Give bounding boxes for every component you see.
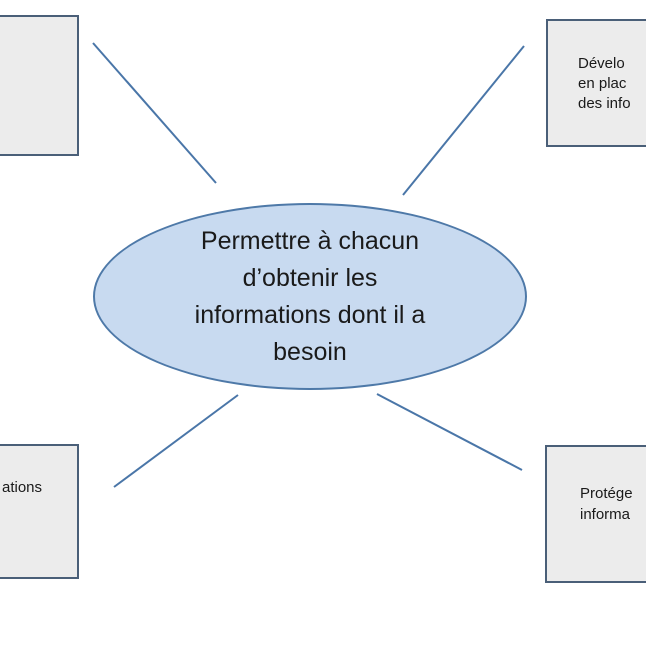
- bottom-right-box: Protége informa: [545, 445, 646, 583]
- top-left-box: [0, 15, 79, 156]
- top-right-box-text-line: en plac: [578, 75, 627, 92]
- connector-line-top-right: [402, 45, 525, 196]
- central-ellipse-text-line: d’obtenir les: [242, 263, 378, 292]
- top-right-box-text-line: Dévelo: [578, 55, 625, 72]
- bottom-right-box-text-line: informa: [580, 506, 631, 523]
- bottom-right-box-text-line: Protége: [580, 485, 633, 502]
- top-right-box: Dévelo en plac des info: [546, 19, 646, 147]
- central-ellipse-text-line: informations dont il a: [194, 300, 426, 329]
- bottom-left-box-text: ations: [2, 479, 43, 496]
- central-ellipse: Permettre à chacun d’obtenir les informa…: [93, 203, 527, 390]
- connector-line-bottom-right: [376, 393, 523, 471]
- central-ellipse-text: Permettre à chacun d’obtenir les informa…: [195, 223, 426, 371]
- connector-line-top-left: [92, 42, 217, 184]
- connector-line-bottom-left: [113, 394, 239, 488]
- bottom-left-box: ations: [0, 444, 79, 579]
- top-right-box-text-line: des info: [578, 95, 631, 112]
- central-ellipse-text-line: Permettre à chacun: [200, 226, 420, 255]
- central-ellipse-text-line: besoin: [273, 337, 347, 366]
